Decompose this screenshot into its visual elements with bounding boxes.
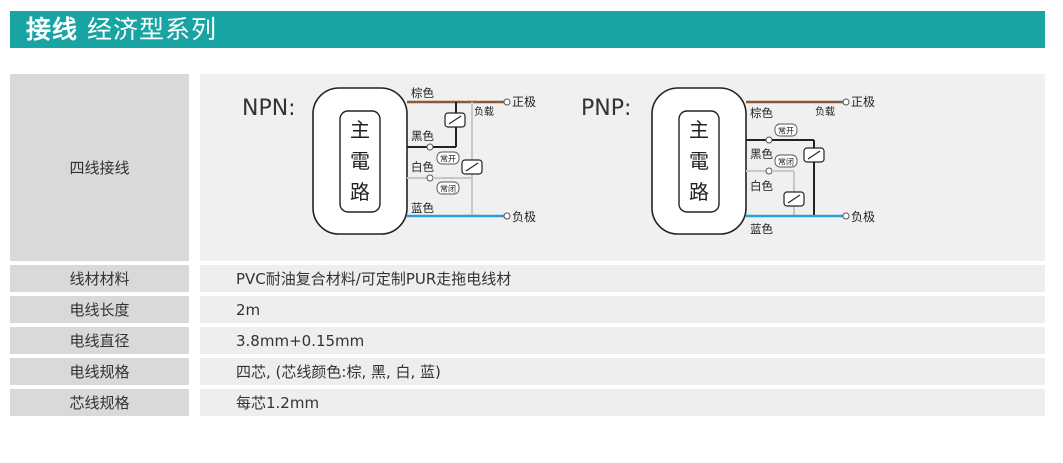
pnp-switch-slash — [787, 194, 801, 204]
pnp-black-label: 黑色 — [750, 147, 773, 161]
spec-value: 四芯, (芯线颜色:棕, 黑, 白, 蓝) — [236, 363, 441, 381]
npn-brown-label: 棕色 — [411, 86, 434, 100]
pnp-circuit-box — [678, 110, 720, 213]
npn-circuit-char: 電 — [350, 149, 370, 173]
spec-value: 每芯1.2mm — [236, 394, 320, 412]
pnp-negative-label: 负极 — [851, 210, 875, 224]
npn-negative-terminal — [503, 212, 511, 220]
npn-nc-badge — [436, 181, 460, 195]
spec-row-length: 电线长度 2m — [10, 296, 1045, 323]
pnp-no-label: 常开 — [778, 127, 794, 136]
npn-load-label: 负载 — [474, 105, 494, 118]
npn-load-slash — [448, 115, 462, 125]
npn-circuit-box — [339, 110, 381, 213]
npn-white-label: 白色 — [411, 160, 434, 174]
spec-row-material: 线材材料 PVC耐油复合材料/可定制PUR走拖电线材 — [10, 265, 1045, 292]
spec-row-core-spec: 芯线规格 每芯1.2mm — [10, 389, 1045, 416]
pnp-positive-terminal — [842, 98, 850, 106]
spec-label: 线材材料 — [10, 265, 189, 292]
npn-circuit-char: 主 — [350, 118, 370, 142]
spec-label: 电线规格 — [10, 358, 189, 385]
spec-label: 芯线规格 — [10, 389, 189, 416]
pnp-black-terminal — [765, 136, 773, 144]
npn-switch-slash — [465, 162, 479, 172]
section-title-bold: 接线 — [26, 15, 79, 44]
wiring-diagram-cell: NPN: 主 電 路 棕色 负载 正极 黑色 — [200, 74, 1045, 261]
npn-positive-label: 正极 — [512, 95, 536, 109]
pnp-diagram: PNP: 主 電 路 棕色 负载 正极 黑色 — [581, 87, 875, 236]
spec-row-wiring: 四线接线 NPN: 主 電 路 棕色 负载 正极 — [10, 74, 1045, 261]
pnp-label: PNP: — [581, 96, 631, 121]
spec-row-diameter: 电线直径 3.8mm+0.15mm — [10, 327, 1045, 354]
spec-value-cell: 2m — [200, 296, 1045, 323]
pnp-brown-label: 棕色 — [750, 106, 773, 120]
npn-black-label: 黑色 — [411, 129, 434, 143]
npn-circuit-char: 路 — [350, 180, 370, 204]
spec-value-cell: 3.8mm+0.15mm — [200, 327, 1045, 354]
npn-negative-label: 负极 — [512, 210, 536, 224]
pnp-white-label: 白色 — [750, 179, 773, 193]
pnp-positive-label: 正极 — [851, 95, 875, 109]
pnp-negative-terminal — [842, 212, 850, 220]
pnp-nc-badge — [774, 154, 798, 168]
npn-black-terminal — [426, 143, 434, 151]
npn-no-label: 常开 — [440, 155, 456, 164]
pnp-circuit-char: 路 — [689, 180, 709, 204]
pnp-no-badge — [774, 123, 798, 137]
section-title-rest: 经济型系列 — [86, 15, 217, 44]
npn-no-badge — [436, 151, 460, 165]
npn-diagram: NPN: 主 電 路 棕色 负载 正极 黑色 — [242, 86, 536, 235]
pnp-blue-label: 蓝色 — [750, 222, 773, 236]
pnp-circuit-char: 主 — [689, 118, 709, 142]
pnp-white-terminal — [765, 167, 773, 175]
spec-value-cell: 每芯1.2mm — [200, 389, 1045, 416]
spec-value: PVC耐油复合材料/可定制PUR走拖电线材 — [236, 270, 512, 288]
spec-label: 电线直径 — [10, 327, 189, 354]
spec-value: 3.8mm+0.15mm — [236, 331, 365, 350]
pnp-circuit-char: 電 — [689, 149, 709, 173]
pnp-nc-label: 常闭 — [778, 158, 794, 167]
pnp-load-label: 负载 — [815, 105, 835, 118]
spec-label: 电线长度 — [10, 296, 189, 323]
spec-value-cell: 四芯, (芯线颜色:棕, 黑, 白, 蓝) — [200, 358, 1045, 385]
npn-white-terminal — [426, 174, 434, 182]
npn-label: NPN: — [242, 96, 296, 121]
section-header: 接线 经济型系列 — [10, 11, 1045, 48]
pnp-load-slash — [807, 150, 821, 160]
wiring-diagram: NPN: 主 電 路 棕色 负载 正极 黑色 — [242, 86, 875, 236]
npn-positive-terminal — [503, 98, 511, 106]
spec-value-cell: PVC耐油复合材料/可定制PUR走拖电线材 — [200, 265, 1045, 292]
spec-value: 2m — [236, 300, 261, 319]
spec-row-wire-spec: 电线规格 四芯, (芯线颜色:棕, 黑, 白, 蓝) — [10, 358, 1045, 385]
npn-nc-label: 常闭 — [440, 185, 456, 194]
section-title: 接线 经济型系列 — [26, 15, 217, 44]
spec-label: 四线接线 — [10, 74, 189, 261]
npn-blue-label: 蓝色 — [411, 201, 434, 215]
